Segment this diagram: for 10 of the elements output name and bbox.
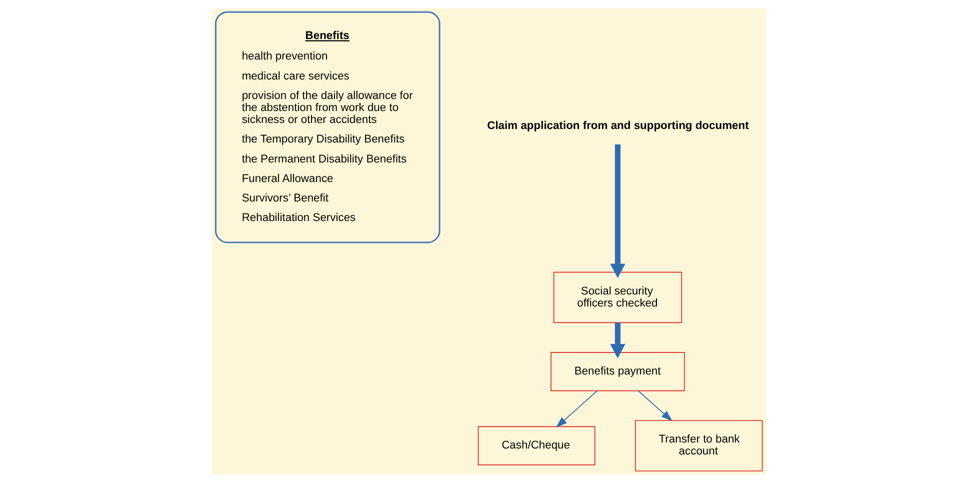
arrow	[638, 390, 672, 422]
node-box: Transfer to bank account	[634, 420, 763, 472]
node-box: Social security officers checked	[553, 272, 682, 324]
arrow	[556, 390, 598, 428]
node-box: Benefits health prevention medical care services provision of the daily allowance for the abstention from work due to sickness or other accidents the Temporary Disability Benefits the Permanent Disability Benefits Funeral Allowance Survivors’ Benefit Rehabilitation Services	[215, 11, 440, 244]
node-box: Benefits payment	[550, 352, 685, 392]
node-box: Cash/Cheque	[478, 426, 596, 466]
arrow	[610, 322, 626, 358]
node-text: Claim application from and supporting document	[487, 120, 749, 132]
arrow	[610, 144, 626, 278]
